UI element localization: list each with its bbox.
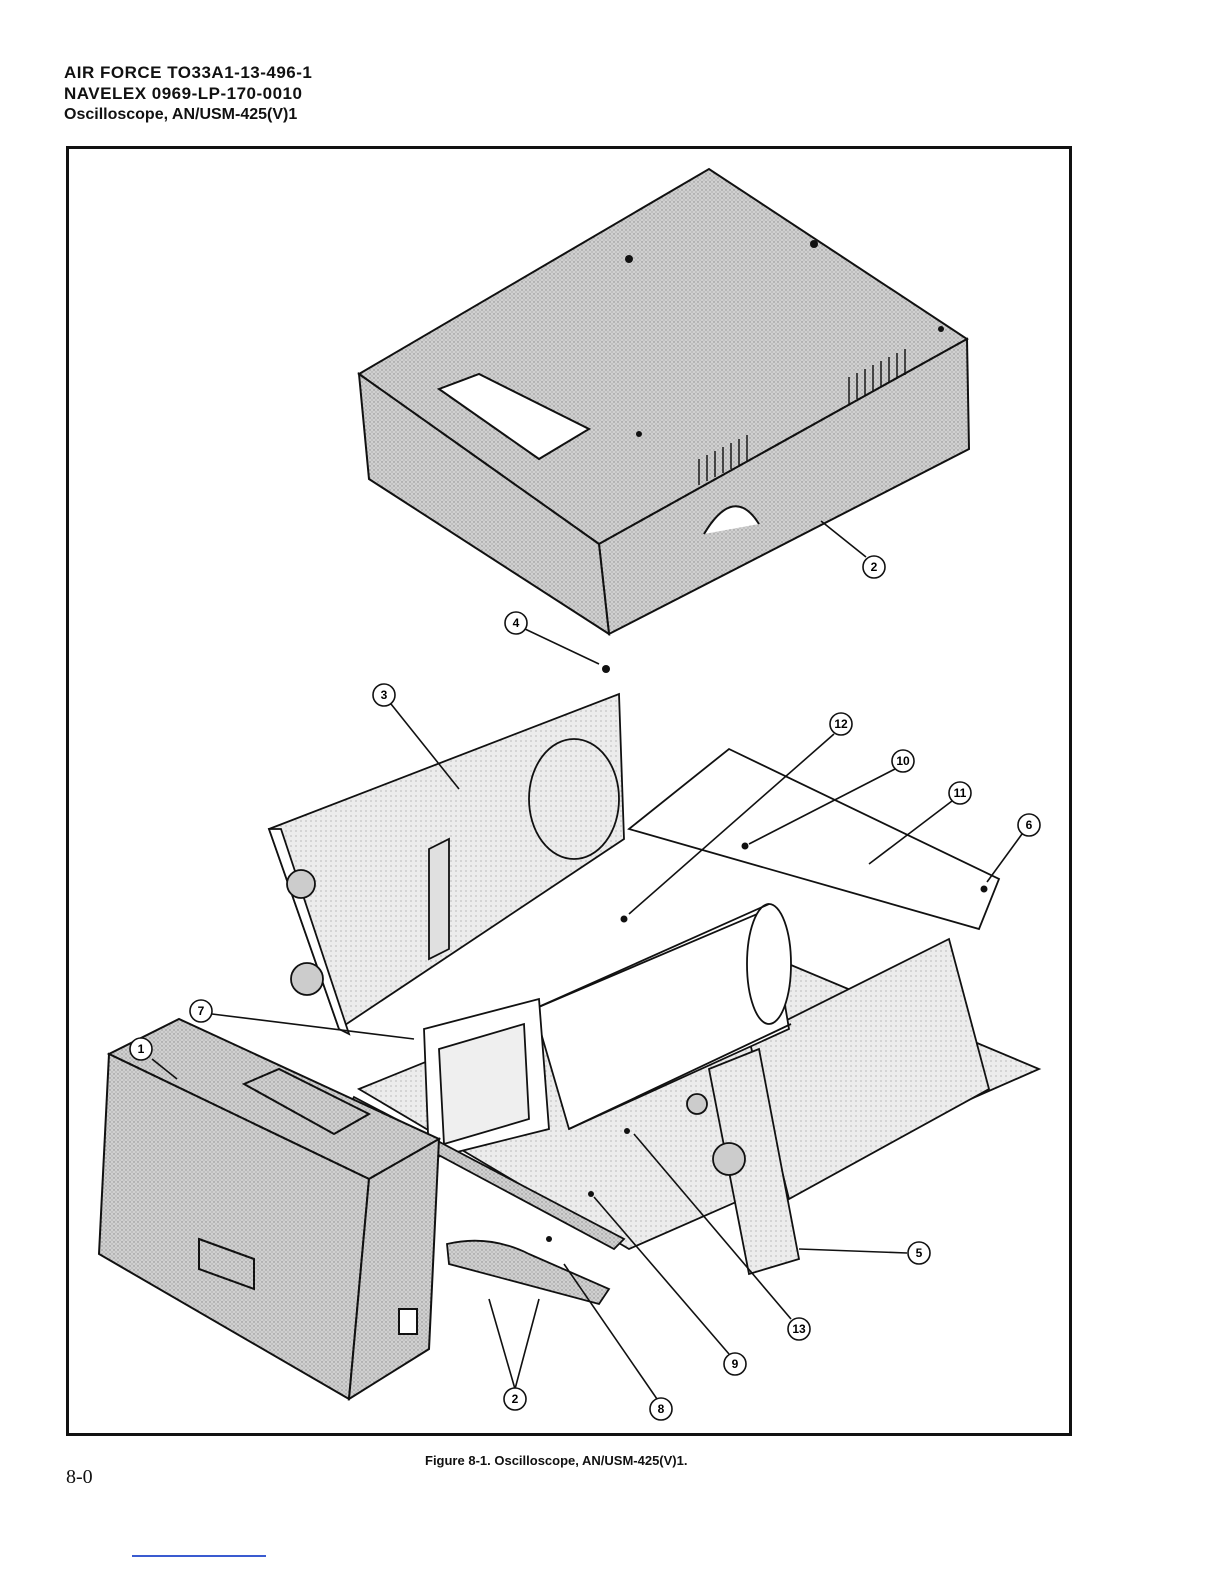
svg-text:13: 13 <box>792 1322 806 1336</box>
callout-7: 7 <box>190 1000 414 1039</box>
header-line-1: AIR FORCE TO33A1-13-496-1 <box>64 62 312 83</box>
header-line-2: NAVELEX 0969-LP-170-0010 <box>64 83 312 104</box>
footer-rule <box>132 1555 266 1557</box>
svg-text:11: 11 <box>954 786 967 800</box>
svg-text:6: 6 <box>1026 818 1033 832</box>
front-cover-drawing <box>99 1019 439 1399</box>
document-header: AIR FORCE TO33A1-13-496-1 NAVELEX 0969-L… <box>64 62 312 125</box>
svg-text:2: 2 <box>871 560 878 574</box>
vertical-plugin-drawing <box>269 694 624 1034</box>
svg-text:2: 2 <box>512 1392 519 1406</box>
figure-frame: 1 2 2 3 4 <box>66 146 1072 1436</box>
svg-text:1: 1 <box>138 1042 145 1056</box>
callout-2-top-cover: 2 <box>821 521 885 578</box>
svg-text:3: 3 <box>381 688 388 702</box>
svg-text:7: 7 <box>198 1004 205 1018</box>
callout-5: 5 <box>799 1242 930 1264</box>
header-line-3: Oscilloscope, AN/USM-425(V)1 <box>64 105 312 125</box>
svg-text:9: 9 <box>732 1357 739 1371</box>
callout-4: 4 <box>505 612 599 664</box>
exploded-view-drawing: 1 2 2 3 4 <box>69 149 1069 1433</box>
callout-6: 6 <box>987 814 1040 882</box>
svg-text:12: 12 <box>834 717 848 731</box>
callout-8: 8 <box>564 1264 672 1420</box>
callout-2-side-covers: 2 <box>489 1299 539 1410</box>
svg-text:10: 10 <box>896 754 910 768</box>
svg-text:5: 5 <box>916 1246 923 1260</box>
page-number: 8-0 <box>66 1466 93 1489</box>
svg-text:4: 4 <box>513 616 520 630</box>
figure-caption: Figure 8-1. Oscilloscope, AN/USM-425(V)1… <box>425 1453 687 1468</box>
svg-text:8: 8 <box>658 1402 665 1416</box>
